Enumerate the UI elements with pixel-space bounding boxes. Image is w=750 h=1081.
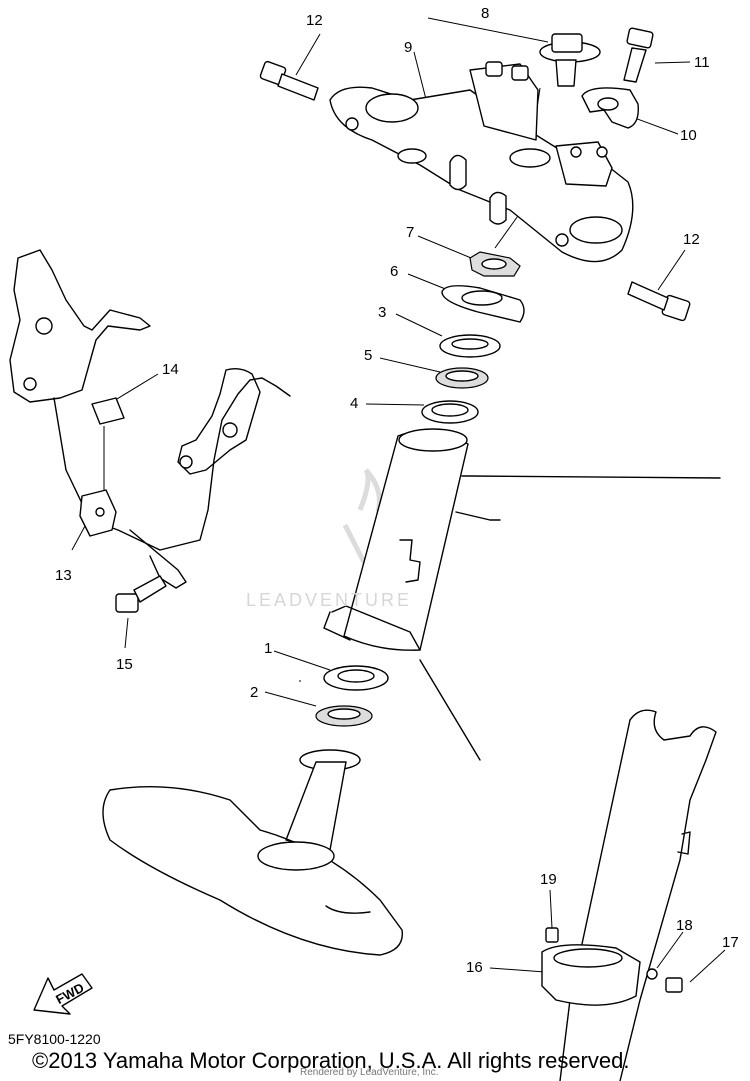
bolt-14 bbox=[115, 575, 167, 613]
bolt-11 bbox=[623, 27, 654, 83]
holder-10 bbox=[581, 87, 639, 129]
callout-5: 5 bbox=[364, 347, 373, 364]
flange-bolt-8 bbox=[539, 33, 601, 87]
bolt-12-right bbox=[627, 281, 691, 322]
callout-12-right: 12 bbox=[683, 231, 700, 248]
callout-11: 11 bbox=[694, 54, 710, 71]
bolt-12-left bbox=[259, 60, 319, 101]
callout-17: 17 bbox=[722, 934, 739, 951]
callout-8: 8 bbox=[481, 5, 490, 22]
bearing-5 bbox=[435, 367, 489, 389]
seal-3 bbox=[439, 334, 501, 358]
callout-7: 7 bbox=[406, 224, 415, 241]
callout-3: 3 bbox=[378, 304, 387, 321]
callout-14: 15 bbox=[116, 656, 133, 673]
callout-2: 2 bbox=[250, 684, 259, 701]
callout-16: 16 bbox=[466, 959, 483, 976]
render-credit: Rendered by LeadVenture, Inc. bbox=[300, 1067, 439, 1078]
fork-tube bbox=[541, 709, 717, 1081]
leader-lines bbox=[71, 17, 726, 983]
upper-bracket bbox=[329, 61, 634, 263]
race-4 bbox=[421, 400, 479, 424]
callout-18: 18 bbox=[676, 917, 693, 934]
callout-4: 4 bbox=[350, 395, 359, 412]
race-1 bbox=[323, 665, 389, 691]
lower-stem bbox=[102, 749, 404, 956]
head-pipe bbox=[323, 428, 721, 761]
callout-6: 6 bbox=[390, 263, 399, 280]
diagram-code: 5FY8100-1220 bbox=[8, 1031, 101, 1047]
watermark-text: LEADVENTURE bbox=[246, 590, 413, 610]
callout-15: 14 bbox=[162, 361, 179, 378]
callout-9: 9 bbox=[404, 39, 413, 56]
fwd-arrow bbox=[33, 973, 93, 1015]
washer-6 bbox=[441, 285, 525, 323]
callout-13: 13 bbox=[55, 567, 72, 584]
callout-1: 1 bbox=[264, 640, 273, 657]
callout-10: 10 bbox=[680, 127, 697, 144]
callout-19: 19 bbox=[540, 871, 557, 888]
meter-bracket bbox=[9, 249, 291, 589]
cap-15 bbox=[91, 397, 125, 490]
copyright-notice: ©2013 Yamaha Motor Corporation, U.S.A. A… bbox=[32, 1048, 630, 1073]
ring-nut-7 bbox=[469, 251, 521, 277]
callout-12-top: 12 bbox=[306, 12, 323, 29]
bearing-2 bbox=[315, 705, 373, 727]
